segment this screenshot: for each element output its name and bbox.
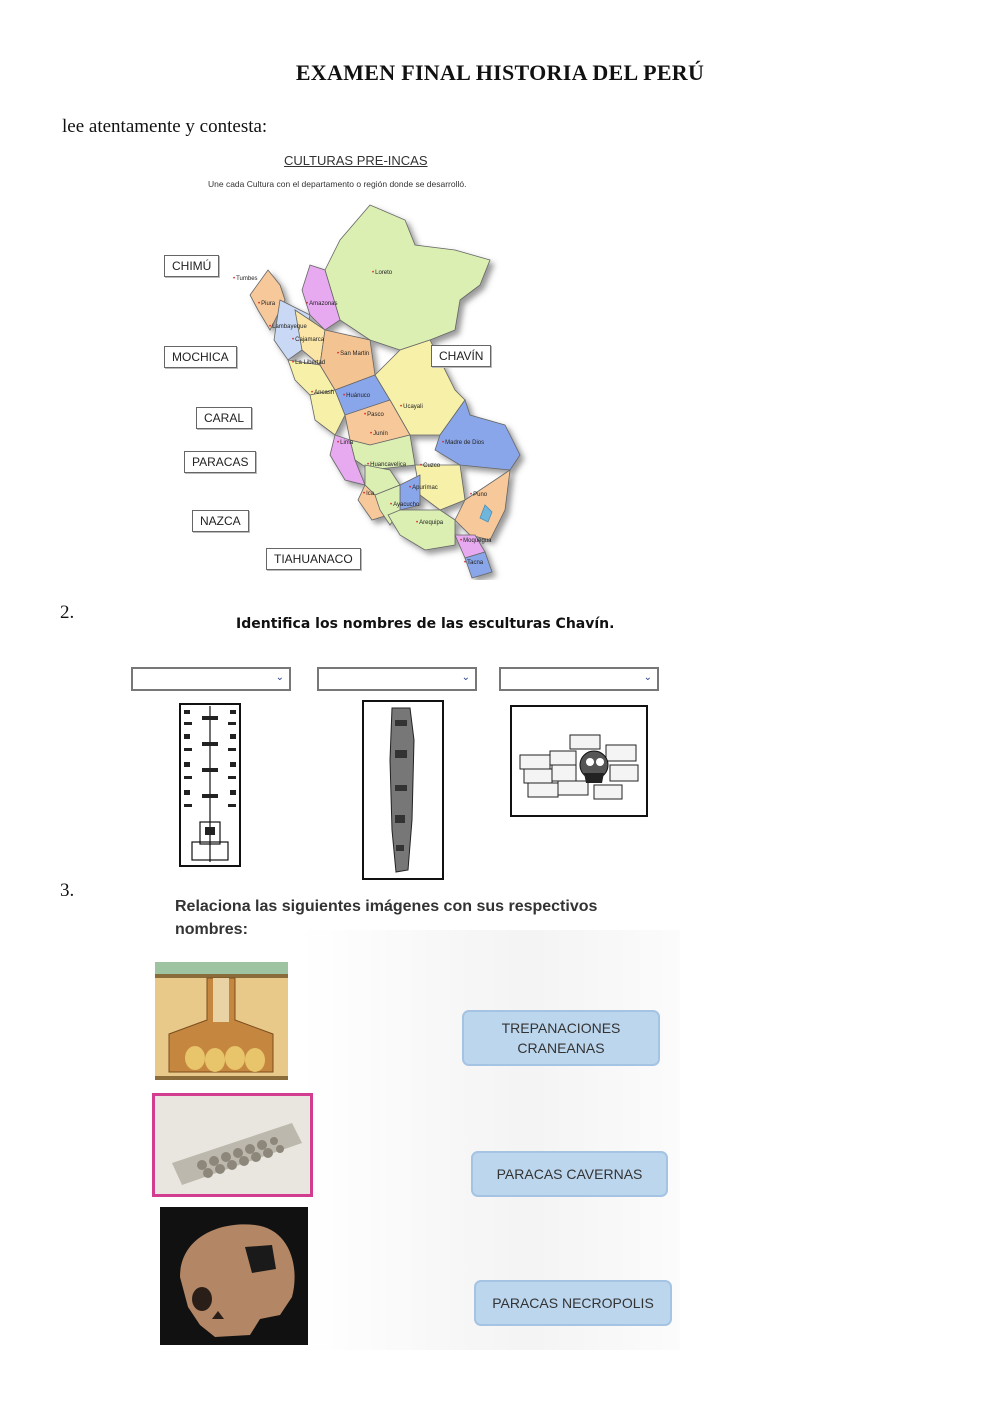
region-label: Loreto xyxy=(372,270,392,276)
answer-paracas-cavernas[interactable]: PARACAS CAVERNAS xyxy=(471,1151,668,1197)
culture-box-tiahuanaco[interactable]: TIAHUANACO xyxy=(266,548,361,570)
region-label: Tacna xyxy=(464,560,483,566)
lanzon-sculpture-image xyxy=(362,700,444,880)
intro-text: lee atentamente y contesta: xyxy=(62,116,268,137)
region-label: San Martin xyxy=(337,351,369,357)
q2-heading: Identifica los nombres de las esculturas… xyxy=(236,616,615,632)
answer-label: PARACAS CAVERNAS xyxy=(496,1166,643,1182)
question-number: 3. xyxy=(60,880,75,901)
region-label: Lima xyxy=(337,440,353,446)
region-label: Ayacucho xyxy=(390,502,419,508)
answer-label: PARACAS NECROPOLIS xyxy=(492,1295,654,1311)
necropolis-image xyxy=(152,1093,313,1197)
page-title: EXAMEN FINAL HISTORIA DEL PERÚ xyxy=(295,60,705,85)
sculpture-dropdown-3[interactable]: ⌄ xyxy=(499,667,659,691)
region-label: Amazonas xyxy=(306,301,337,307)
region-label: La Libertad xyxy=(292,360,325,366)
region-label: Ucayali xyxy=(400,404,423,410)
answer-trepanaciones[interactable]: TREPANACIONES CRANEANAS xyxy=(462,1010,660,1066)
q3-heading: Relaciona las siguientes imágenes con su… xyxy=(175,898,598,938)
region-label: Ancash xyxy=(311,390,334,396)
chevron-down-icon: ⌄ xyxy=(275,672,284,683)
peru-map xyxy=(249,204,521,579)
region-label: Puno xyxy=(470,492,487,498)
answer-label: TREPANACIONES CRANEANAS xyxy=(502,1018,621,1058)
culture-box-paracas[interactable]: PARACAS xyxy=(184,451,257,473)
region-label: Tumbes xyxy=(233,276,257,282)
region-label: Lambayeque xyxy=(269,324,307,330)
region-label: Huancavelica xyxy=(367,462,406,468)
region-label: Ica xyxy=(363,491,374,497)
region-label: Madre de Dios xyxy=(442,440,484,446)
culture-box-nazca[interactable]: NAZCA xyxy=(192,510,249,532)
map-instruction: Une cada Cultura con el departamento o r… xyxy=(208,179,467,189)
region-label: Moquegua xyxy=(460,538,491,544)
region-label: Junín xyxy=(370,431,388,437)
cavern-tomb-image xyxy=(155,962,288,1080)
answer-label-line: CRANEANAS xyxy=(517,1040,605,1056)
clava-head-wall-image xyxy=(510,705,648,817)
region-label: Apurímac xyxy=(409,485,438,491)
sculpture-dropdown-2[interactable]: ⌄ xyxy=(317,667,477,691)
answer-paracas-necropolis[interactable]: PARACAS NECROPOLIS xyxy=(474,1280,672,1326)
region-label: Piura xyxy=(258,301,275,307)
map-heading: CULTURAS PRE-INCAS xyxy=(284,153,428,168)
region-label: Arequipa xyxy=(416,520,443,526)
region-label: Cuzco xyxy=(420,463,440,469)
sculpture-dropdown-1[interactable]: ⌄ xyxy=(131,667,291,691)
region-label: Pasco xyxy=(364,412,384,418)
culture-box-caral[interactable]: CARAL xyxy=(196,407,253,429)
stela-sculpture-image xyxy=(179,703,241,867)
region-label: Cajamarca xyxy=(292,337,324,343)
culture-box-chimu[interactable]: CHIMÚ xyxy=(164,255,220,277)
culture-box-chavin[interactable]: CHAVÍN xyxy=(431,345,492,367)
chevron-down-icon: ⌄ xyxy=(643,672,652,683)
culture-box-mochica[interactable]: MOCHICA xyxy=(164,346,237,368)
region-label: Huánuco xyxy=(343,393,370,399)
question-number: 2. xyxy=(60,602,75,623)
trepanned-skull-image xyxy=(160,1207,308,1345)
chevron-down-icon: ⌄ xyxy=(461,672,470,683)
answer-label-line: TREPANACIONES xyxy=(501,1020,621,1036)
